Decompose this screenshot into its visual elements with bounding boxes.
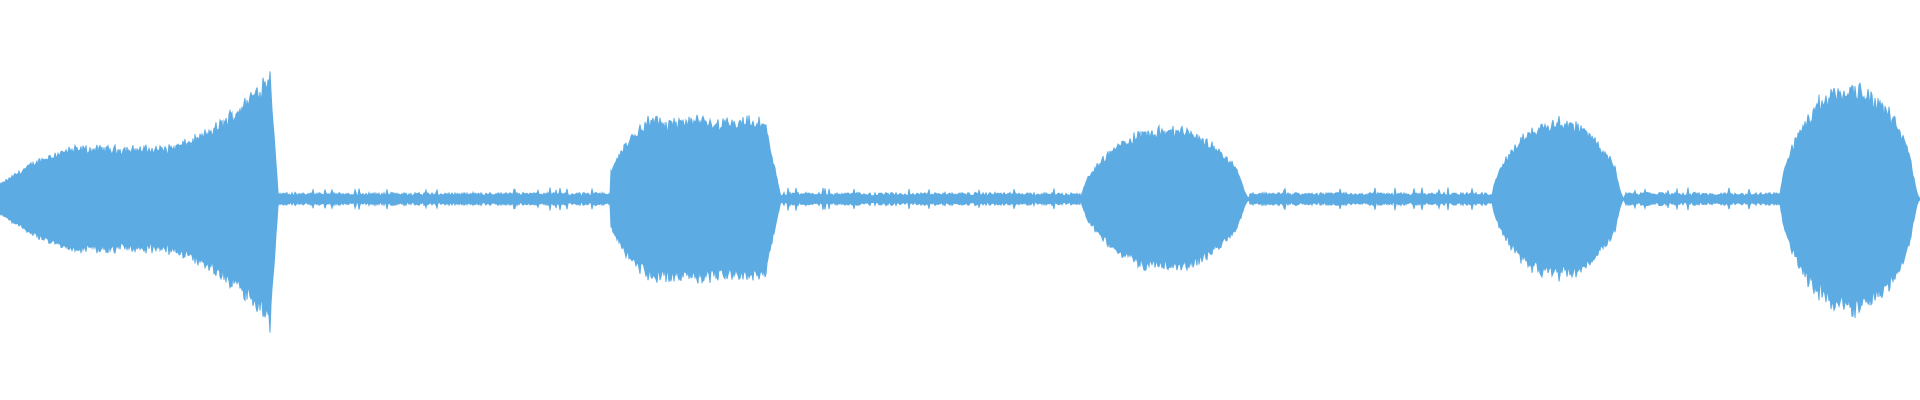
waveform-amplitude-shape bbox=[0, 71, 1920, 333]
